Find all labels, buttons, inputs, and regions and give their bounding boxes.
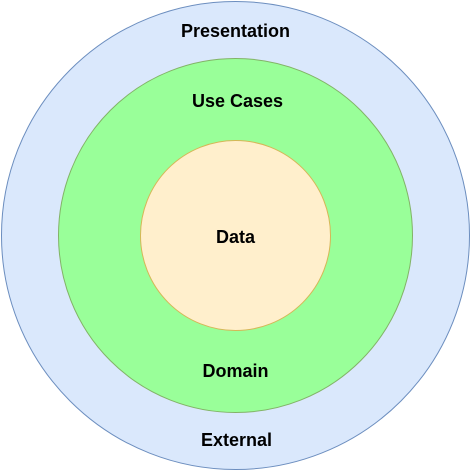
use-cases-label: Use Cases	[192, 91, 283, 111]
inner-layer-circle	[140, 140, 331, 331]
presentation-label: Presentation	[181, 21, 290, 41]
data-label: Data	[216, 227, 256, 247]
domain-label: Domain	[202, 361, 268, 381]
external-label: External	[201, 430, 272, 450]
